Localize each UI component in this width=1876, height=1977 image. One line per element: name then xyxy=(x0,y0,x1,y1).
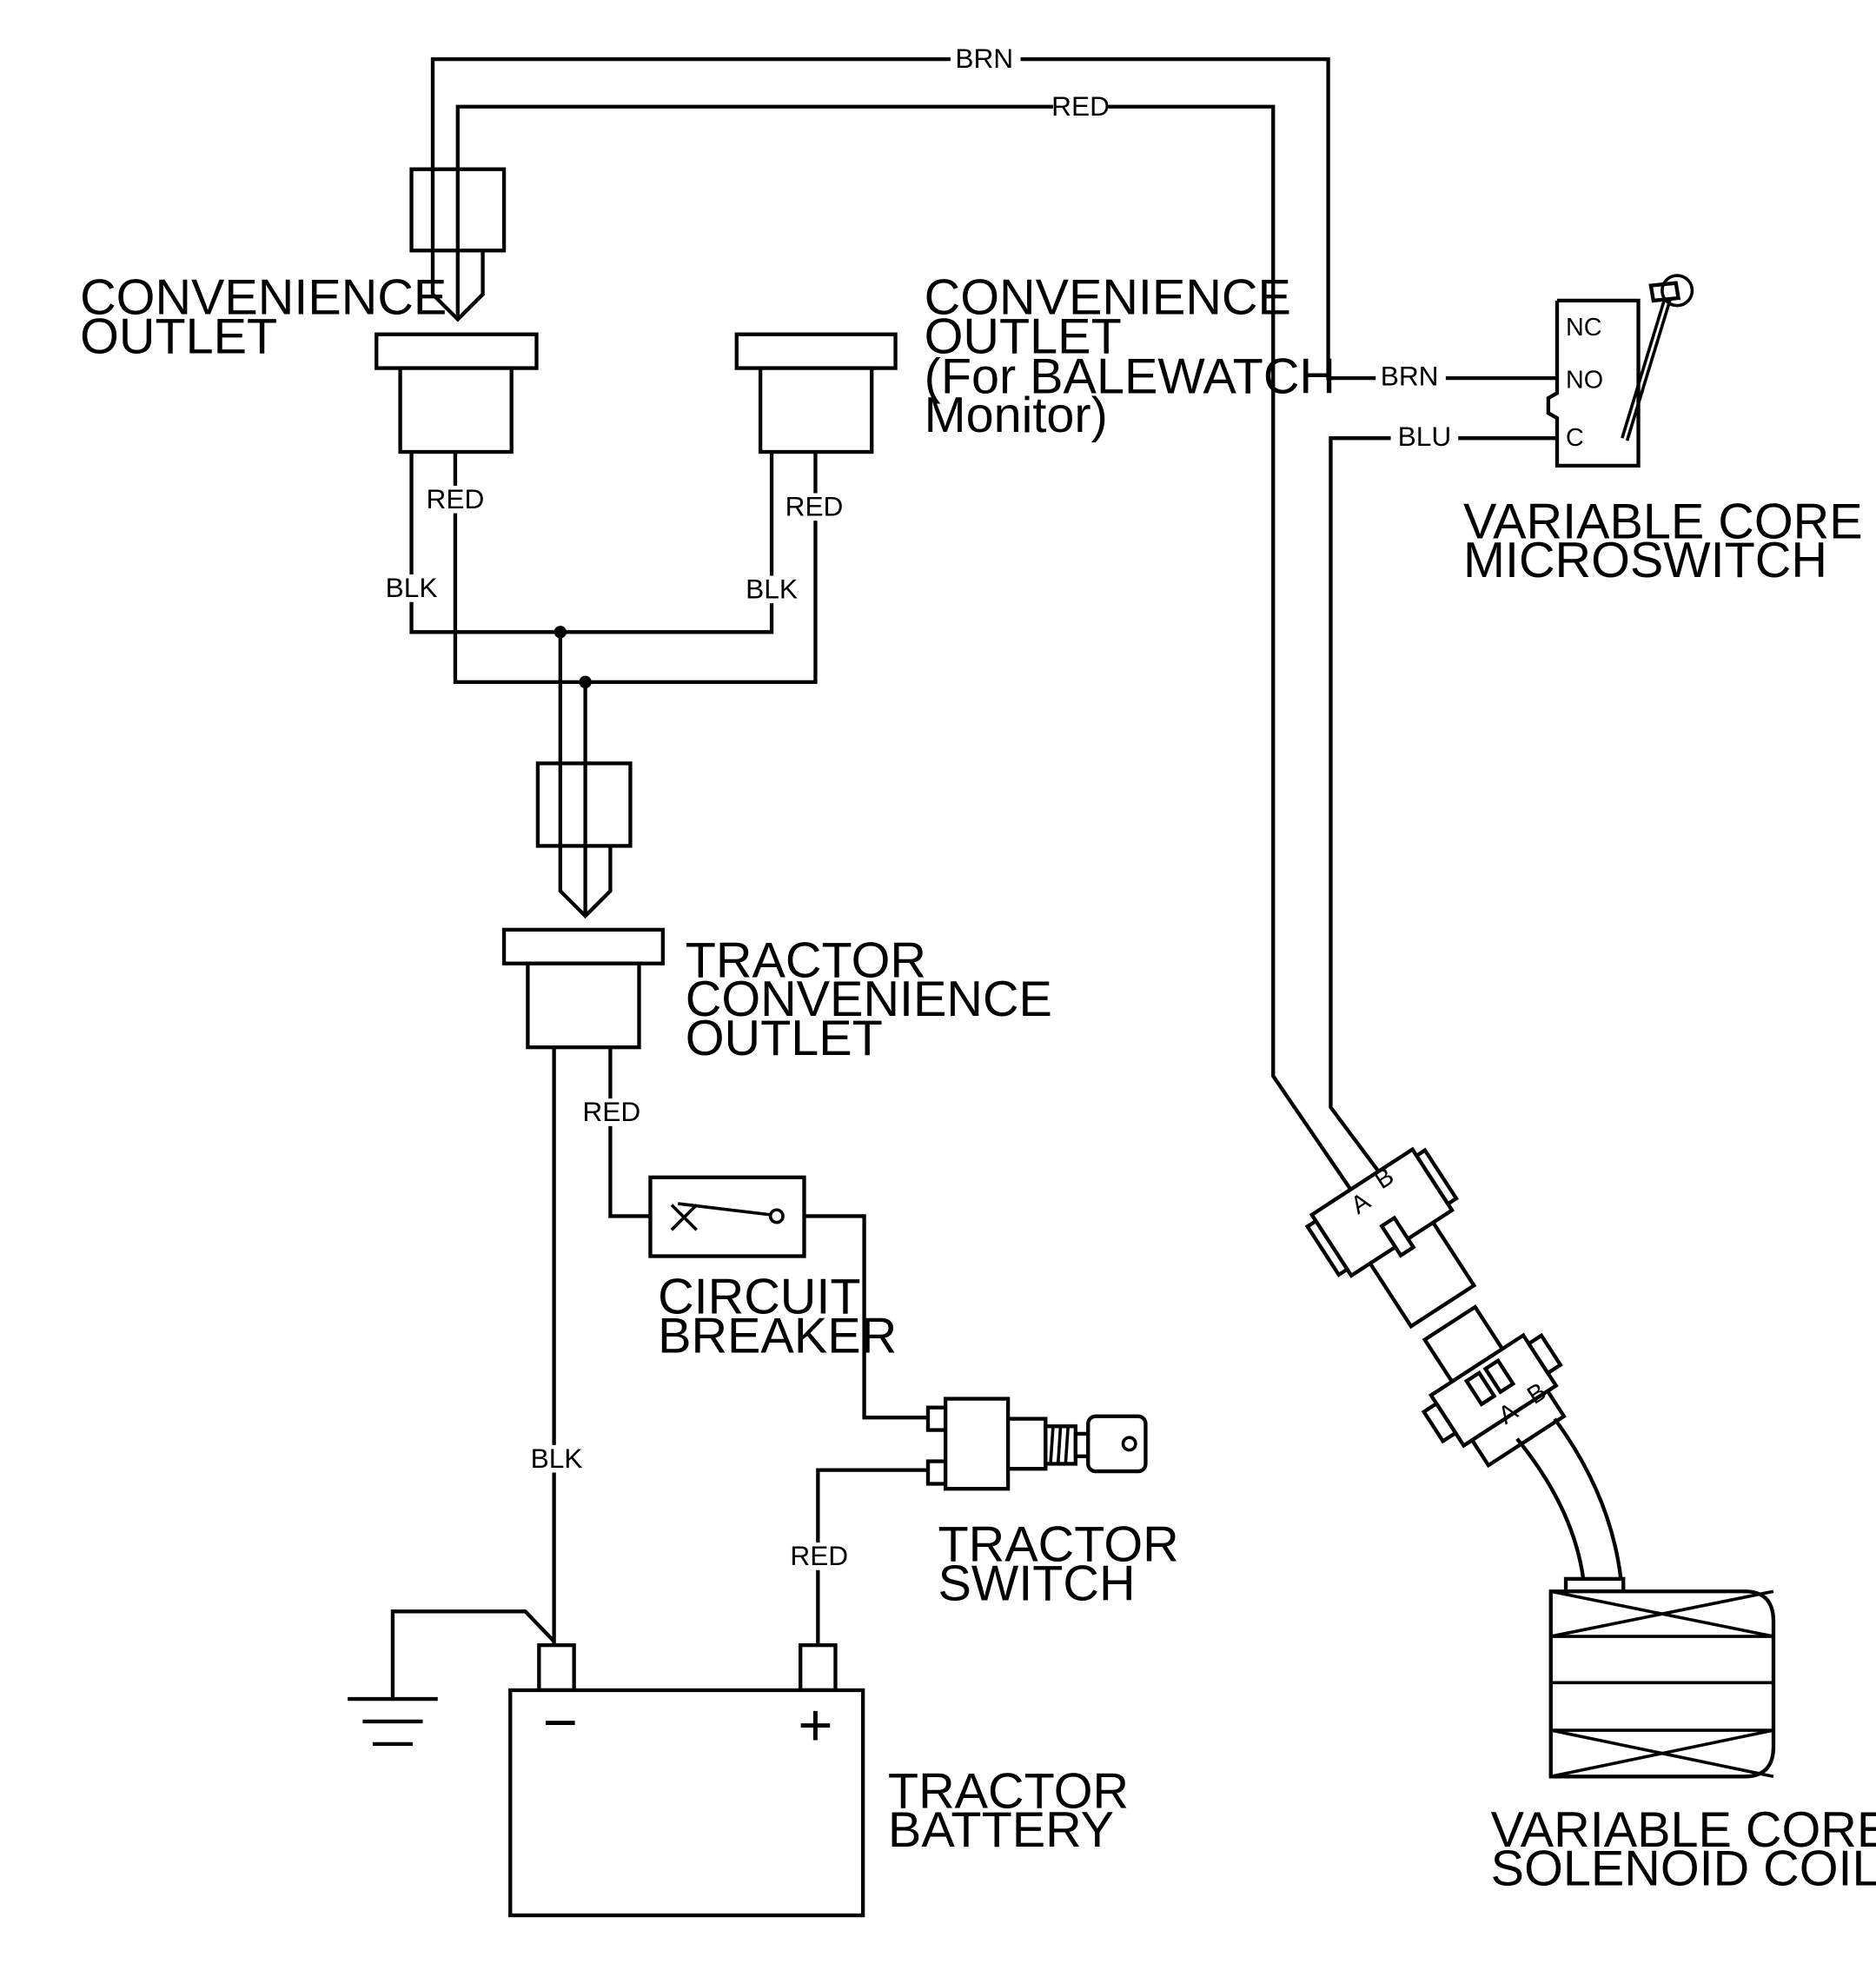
battery-positive-sign: + xyxy=(798,1690,832,1758)
tractor-switch-label-1: TRACTOR xyxy=(938,1517,1179,1573)
battery-red-wire xyxy=(816,1468,928,1646)
microswitch-terminal-c: C xyxy=(1566,424,1584,452)
microswitch-terminal-no: NO xyxy=(1566,367,1603,395)
wire-label-outlet-left-blk: BLK xyxy=(386,572,438,603)
microswitch-label-1: VARIABLE CORE xyxy=(1463,494,1863,549)
wire-label-outlet-left-red: RED xyxy=(426,483,484,514)
solenoid-coil-label-2: SOLENOID COIL xyxy=(1491,1841,1876,1897)
wire-label-top-brn: BRN xyxy=(955,43,1013,74)
convenience-outlet-left-label-1: CONVENIENCE xyxy=(80,270,447,326)
solenoid-coil-label-1: VARIABLE CORE xyxy=(1491,1802,1876,1858)
tractor-battery-label-2: BATTERY xyxy=(888,1802,1114,1858)
convenience-outlet-left-label-2: OUTLET xyxy=(80,308,277,364)
convenience-outlet-balewatch-label-4: Monitor) xyxy=(925,388,1108,443)
harness-connector-female xyxy=(1304,1146,1477,1330)
tractor-convenience-outlet-label-3: OUTLET xyxy=(686,1011,883,1066)
tractor-battery-label-1: TRACTOR xyxy=(888,1763,1129,1819)
middle-plug xyxy=(535,761,633,919)
convenience-outlet-balewatch-label-1: CONVENIENCE xyxy=(925,270,1291,326)
top-plug xyxy=(409,167,507,322)
outlet-blk-bus xyxy=(409,452,774,764)
tractor-switch-label-2: SWITCH xyxy=(938,1556,1136,1611)
wire-label-outlet-right-red: RED xyxy=(786,490,844,521)
ground-symbol xyxy=(348,1609,556,1747)
solenoid-coil xyxy=(1548,1576,1776,1779)
circuit-breaker xyxy=(648,1175,806,1258)
circuit-breaker-label-2: BREAKER xyxy=(658,1308,897,1363)
wire-label-tractor-outlet-red: RED xyxy=(582,1096,640,1127)
top-red-wire xyxy=(455,104,1378,1228)
wire-label-battery-blk: BLK xyxy=(531,1443,583,1474)
tractor-battery xyxy=(508,1642,865,1918)
tractor-convenience-outlet xyxy=(501,927,666,1050)
wire-label-outlet-right-blk: BLK xyxy=(746,573,798,604)
tractor-convenience-outlet-label-2: CONVENIENCE xyxy=(686,972,1052,1027)
convenience-outlet-balewatch-label-3: (For BALEWATCH xyxy=(925,348,1336,404)
outlet-red-bus xyxy=(453,452,818,764)
wire-label-switch-brn: BRN xyxy=(1381,361,1439,392)
wire-label-battery-red: RED xyxy=(790,1540,848,1571)
convenience-outlet-left xyxy=(375,332,539,454)
wire-label-top-red: RED xyxy=(1051,90,1110,122)
battery-negative-sign: − xyxy=(543,1688,578,1755)
microswitch-label-2: MICROSWITCH xyxy=(1463,533,1827,588)
microswitch xyxy=(1546,274,1694,468)
convenience-outlet-balewatch xyxy=(734,332,898,454)
tractor-switch xyxy=(925,1397,1148,1491)
microswitch-terminal-nc: NC xyxy=(1566,314,1602,342)
breaker-switch-wire xyxy=(804,1214,928,1420)
solenoid-lead xyxy=(1515,1417,1623,1580)
harness-connector-male xyxy=(1421,1304,1567,1469)
wire-label-switch-blu: BLU xyxy=(1398,421,1452,452)
tractor-convenience-outlet-label-1: TRACTOR xyxy=(686,933,926,989)
breaker-red-wire xyxy=(608,1047,651,1218)
convenience-outlet-balewatch-label-2: OUTLET xyxy=(925,308,1122,364)
circuit-breaker-label-1: CIRCUIT xyxy=(658,1270,860,1325)
